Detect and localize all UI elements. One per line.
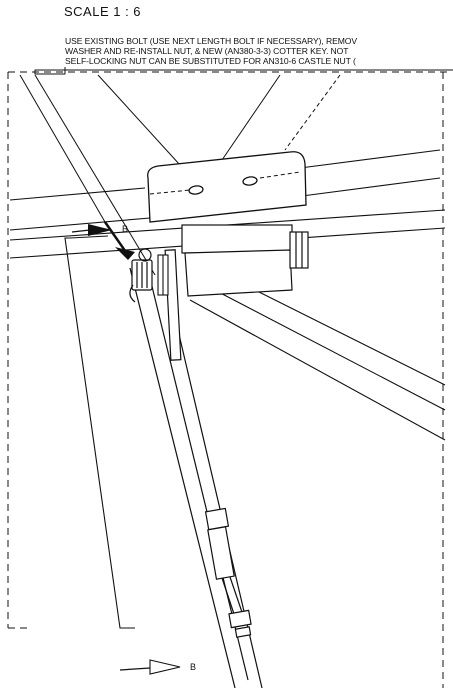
- scale-label: SCALE 1 : 6: [64, 4, 142, 19]
- strut-edge-left: [129, 267, 236, 689]
- bracket-block: [181, 224, 309, 297]
- leader-3: [284, 74, 341, 151]
- section-line-top: [64, 237, 135, 629]
- cotter-key-leg: [129, 284, 136, 303]
- section-line-right: [69, 235, 109, 239]
- bolt-head-right: [289, 231, 309, 269]
- section-marker-bottom: B: [190, 662, 196, 672]
- plate-hole-2: [242, 176, 258, 186]
- tube-upper-a: [9, 187, 146, 201]
- strut-center: [147, 269, 249, 681]
- plate-hole-1: [188, 185, 204, 195]
- turnbuckle-threads: [234, 626, 252, 638]
- bracket-upper: [181, 224, 293, 254]
- turnbuckle-body: [207, 526, 235, 580]
- section-arrow-bottom-stem: [119, 667, 151, 671]
- cotter-key: [138, 248, 152, 262]
- strut-arm: [129, 249, 263, 689]
- note-leaders: [19, 67, 453, 276]
- section-arrow-top-stem: [71, 229, 91, 233]
- tube-right-a: [299, 149, 441, 169]
- leader-5: [34, 74, 156, 276]
- washer: [157, 254, 169, 296]
- section-marker-top: B: [122, 224, 128, 234]
- turnbuckle: [204, 507, 252, 638]
- leader-2: [221, 74, 281, 161]
- strut-slot: [164, 249, 182, 361]
- note-line-2: WASHER AND RE-INSTALL NUT, & NEW (AN380-…: [65, 46, 349, 56]
- tube-right-b: [301, 177, 441, 197]
- bracket-body: [184, 249, 293, 297]
- dashed-boundary: [7, 71, 450, 688]
- section-arrow-top: [88, 224, 112, 236]
- mounting-plate: [147, 151, 307, 223]
- section-cut: [64, 235, 135, 629]
- tube-upper-b: [9, 217, 151, 231]
- leader-4: [19, 74, 106, 223]
- tube-lower-a: [189, 299, 446, 441]
- note-line-3: SELF-LOCKING NUT CAN BE SUBSTITUTED FOR …: [65, 56, 356, 66]
- section-arrow-bottom: [149, 659, 181, 675]
- callout-arrow: [115, 247, 135, 260]
- note-leader-bracket: [34, 67, 453, 75]
- tube-diag-a: [204, 284, 446, 411]
- tube-diag-b: [224, 274, 446, 386]
- plate-outline: [147, 151, 307, 223]
- bolt-assembly: [129, 248, 153, 303]
- leader-1: [97, 74, 181, 166]
- callout-arrow-stem: [103, 221, 130, 256]
- turnbuckle-nut-lower: [228, 609, 252, 629]
- note-line-1: USE EXISTING BOLT (USE NEXT LENGTH BOLT …: [65, 36, 357, 46]
